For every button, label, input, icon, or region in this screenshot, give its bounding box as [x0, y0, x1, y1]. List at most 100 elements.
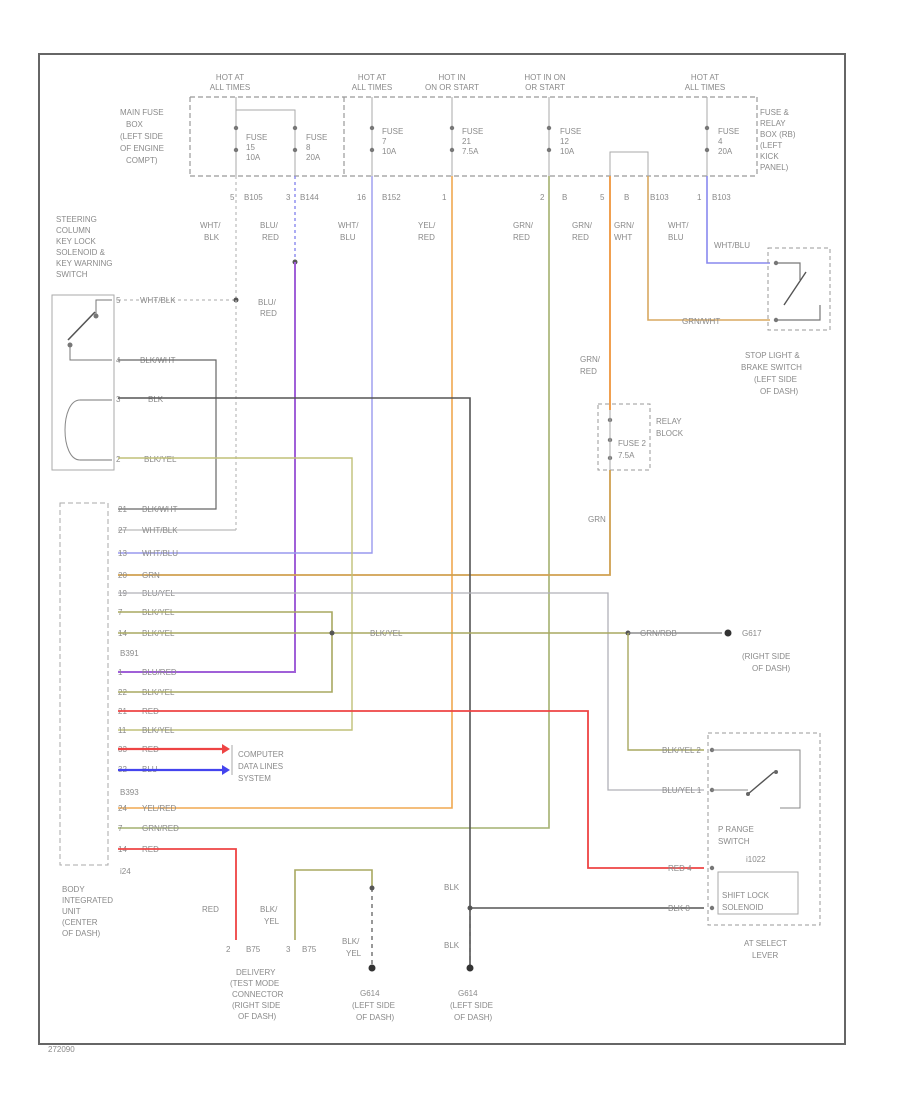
svg-text:WHT/BLU: WHT/BLU	[142, 549, 178, 558]
svg-text:SWITCH: SWITCH	[56, 270, 88, 279]
rb-internal-link	[609, 151, 649, 176]
svg-text:FUSE: FUSE	[246, 133, 267, 142]
wire-wht-blu-2	[706, 176, 770, 264]
svg-text:B75: B75	[246, 945, 261, 954]
svg-text:DATA LINES: DATA LINES	[238, 762, 283, 771]
svg-text:10A: 10A	[246, 153, 261, 162]
svg-text:10A: 10A	[382, 147, 397, 156]
svg-text:FUSE: FUSE	[462, 127, 483, 136]
svg-text:OF DASH): OF DASH)	[454, 1013, 493, 1022]
svg-text:WHT/BLK: WHT/BLK	[140, 296, 176, 305]
wire-red-delivery	[118, 848, 237, 940]
svg-text:2: 2	[116, 455, 121, 464]
svg-text:3: 3	[286, 193, 291, 202]
svg-text:1: 1	[697, 193, 702, 202]
data-arrow-blu	[222, 765, 230, 775]
svg-text:16: 16	[357, 193, 366, 202]
svg-text:BLOCK: BLOCK	[656, 429, 684, 438]
wire-grn-red	[118, 176, 550, 829]
svg-text:7.5A: 7.5A	[618, 451, 635, 460]
svg-text:OF DASH): OF DASH)	[752, 664, 791, 673]
svg-text:7: 7	[118, 824, 123, 833]
svg-text:B103: B103	[712, 193, 731, 202]
svg-text:B75: B75	[302, 945, 317, 954]
power-label-2: HOT AT	[358, 73, 386, 82]
svg-text:RELAY: RELAY	[656, 417, 682, 426]
svg-text:SOLENOID &: SOLENOID &	[56, 248, 106, 257]
svg-text:G614: G614	[458, 989, 478, 998]
stop-wire-bottom: GRN/WHT	[682, 317, 720, 326]
svg-text:13: 13	[118, 549, 127, 558]
wire-blk-yel-7	[118, 611, 333, 693]
svg-text:DELIVERY: DELIVERY	[236, 968, 276, 977]
fuse-relay-box-label: FUSE & RELAY BOX (RB) (LEFT KICK PANEL)	[760, 108, 796, 172]
svg-text:AT SELECT: AT SELECT	[744, 939, 787, 948]
svg-text:OF DASH): OF DASH)	[356, 1013, 395, 1022]
biu-label: BODY INTEGRATED UNIT (CENTER OF DASH)	[62, 885, 113, 938]
ground-g614-a: BLK/ YEL BLK/ YEL G614 (LEFT SIDE OF DAS…	[260, 885, 395, 1022]
svg-text:PANEL): PANEL)	[760, 163, 789, 172]
data-arrow-red	[222, 744, 230, 754]
svg-text:BLK: BLK	[204, 233, 220, 242]
svg-text:15: 15	[246, 143, 255, 152]
svg-text:10A: 10A	[560, 147, 575, 156]
svg-text:UNIT: UNIT	[62, 907, 81, 916]
svg-text:STEERING: STEERING	[56, 215, 97, 224]
fuse-4: FUSE 4 20A	[704, 97, 739, 176]
svg-text:B152: B152	[382, 193, 401, 202]
svg-text:27: 27	[118, 526, 127, 535]
svg-text:(LEFT SIDE: (LEFT SIDE	[450, 1001, 493, 1010]
svg-text:20A: 20A	[718, 147, 733, 156]
svg-text:OF DASH): OF DASH)	[62, 929, 101, 938]
svg-text:BODY: BODY	[62, 885, 85, 894]
body-integrated-unit	[59, 502, 109, 866]
svg-text:5: 5	[116, 296, 121, 305]
svg-text:BLK/WHT: BLK/WHT	[142, 505, 178, 514]
steering-column-switch	[51, 294, 115, 471]
svg-text:RED: RED	[418, 233, 435, 242]
blu-red-branch-1: BLU/	[258, 298, 277, 307]
svg-text:BLU: BLU	[668, 233, 684, 242]
svg-text:7: 7	[382, 137, 387, 146]
svg-text:BLK: BLK	[148, 395, 164, 404]
svg-text:7.5A: 7.5A	[462, 147, 479, 156]
fuse-21: FUSE 21 7.5A	[449, 97, 483, 176]
svg-text:20A: 20A	[306, 153, 321, 162]
svg-text:i1022: i1022	[746, 855, 766, 864]
svg-text:21: 21	[118, 505, 127, 514]
steering-pins: 5 WHT/BLK 4 BLK/WHT 3 BLK 2 BLK/YEL	[116, 296, 177, 464]
fuse-8: FUSE 8 20A	[236, 109, 327, 176]
svg-text:OF DASH): OF DASH)	[238, 1012, 277, 1021]
top-pin-labels: 5 B105 3 B144 16 B152 1 2 B 5 B B103 1 B…	[230, 193, 731, 202]
svg-text:BLU/RED: BLU/RED	[142, 668, 177, 677]
svg-text:5: 5	[230, 193, 235, 202]
svg-text:SHIFT LOCK: SHIFT LOCK	[722, 891, 770, 900]
relay-out-label: GRN	[588, 515, 606, 524]
svg-text:FUSE &: FUSE &	[760, 108, 790, 117]
svg-text:KEY WARNING: KEY WARNING	[56, 259, 112, 268]
svg-text:YEL/RED: YEL/RED	[142, 804, 176, 813]
stop-switch-label: STOP LIGHT & BRAKE SWITCH (LEFT SIDE OF …	[741, 351, 802, 396]
svg-text:GRN/: GRN/	[614, 221, 635, 230]
wire-yel-red	[118, 176, 453, 809]
svg-text:GRN: GRN	[142, 571, 160, 580]
svg-text:WHT: WHT	[614, 233, 632, 242]
svg-text:YEL: YEL	[264, 917, 280, 926]
svg-text:WHT/: WHT/	[668, 221, 689, 230]
delivery-connector: 2 B75 3 B75 DELIVERY (TEST MODE CONNECTO…	[226, 869, 373, 1021]
wire-wht-blu	[118, 176, 373, 554]
gnd-r-wire: GRN/RDB	[640, 629, 677, 638]
svg-text:COMPUTER: COMPUTER	[238, 750, 284, 759]
svg-text:B: B	[562, 193, 567, 202]
svg-text:FUSE: FUSE	[382, 127, 403, 136]
svg-text:(TEST MODE: (TEST MODE	[230, 979, 279, 988]
svg-text:1: 1	[118, 668, 123, 677]
svg-text:FUSE: FUSE	[560, 127, 581, 136]
svg-text:SWITCH: SWITCH	[718, 837, 750, 846]
svg-text:WHT/BLK: WHT/BLK	[142, 526, 178, 535]
footer-code: 272090	[48, 1045, 75, 1054]
svg-text:WHT/: WHT/	[200, 221, 221, 230]
svg-text:BLU: BLU	[340, 233, 356, 242]
power-label-4: HOT IN ON	[524, 73, 565, 82]
